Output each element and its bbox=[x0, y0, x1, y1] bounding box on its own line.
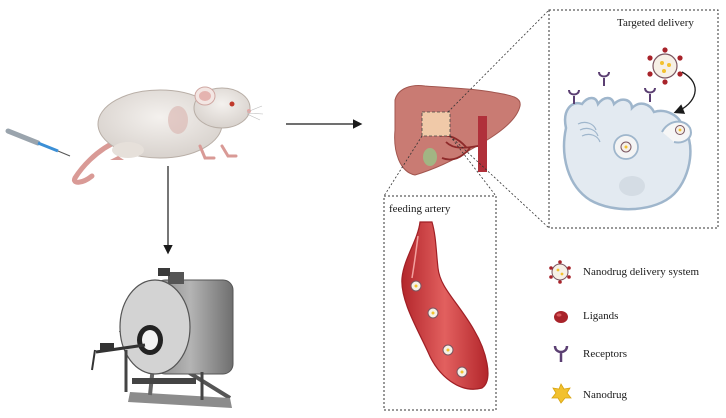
imaging-scanner-illustration bbox=[91, 268, 234, 408]
cell-receptors bbox=[568, 71, 656, 104]
syringe-icon bbox=[5, 128, 71, 157]
zoom-connectors bbox=[383, 9, 550, 229]
artery-nanocarriers bbox=[410, 280, 468, 378]
cell-illustration bbox=[562, 96, 692, 211]
receptor-icon bbox=[553, 345, 569, 362]
artery-illustration bbox=[401, 221, 489, 390]
nanodrug-delivery-system-icon bbox=[549, 260, 571, 284]
legend-label-ligands: Ligands bbox=[583, 310, 619, 322]
legend-label-nanodrug: Nanodrug bbox=[583, 389, 627, 401]
ligand-icon bbox=[554, 311, 568, 323]
endocytosis-arrow bbox=[673, 71, 696, 114]
nanodrug-icon bbox=[551, 383, 572, 404]
legend-label-nanodrug-delivery-system: Nanodrug delivery system bbox=[583, 266, 700, 278]
liver-illustration bbox=[394, 85, 521, 176]
targeted-delivery-title: Targeted delivery bbox=[617, 17, 694, 29]
legend-label-receptors: Receptors bbox=[583, 348, 627, 360]
mouse-illustration bbox=[72, 86, 264, 185]
feeding-artery-title: feeding artery bbox=[389, 203, 451, 215]
internalized-nanocarrier bbox=[620, 125, 685, 153]
nanodrug-delivery-system-outside bbox=[647, 47, 683, 85]
